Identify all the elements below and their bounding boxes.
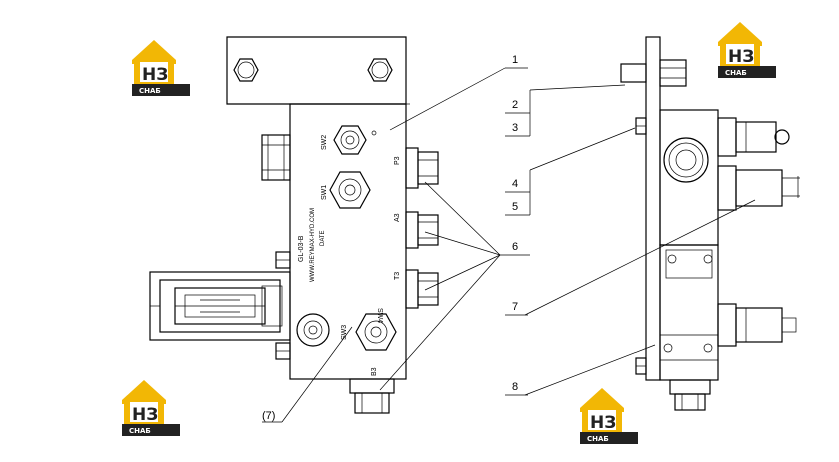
callout-1: 1 bbox=[512, 54, 518, 66]
callout-5: 5 bbox=[512, 201, 518, 213]
solenoid-middle bbox=[717, 165, 800, 211]
logo-top-right: НЗ СНАБ bbox=[718, 22, 776, 78]
logo-name-text: СНАБ bbox=[139, 87, 161, 95]
label-sw3: SW3 bbox=[341, 325, 348, 340]
side-plate bbox=[645, 36, 661, 381]
body-text-date: DATE bbox=[320, 230, 326, 246]
logo-mark-text: НЗ bbox=[132, 405, 158, 425]
bracket-bolt-left bbox=[233, 58, 259, 82]
cartridge-sw2 bbox=[333, 125, 377, 155]
cartridge-sw3 bbox=[296, 313, 330, 347]
logo-name-text: СНАБ bbox=[587, 435, 609, 443]
left-plug bbox=[261, 134, 291, 181]
logo-mark-text: НЗ bbox=[142, 65, 168, 85]
body-text-website: WWW.REYMAX-HYD.COM bbox=[310, 208, 316, 282]
cartridge-sw4 bbox=[355, 313, 397, 351]
callout-6: 6 bbox=[512, 241, 518, 253]
callouts: 1 2 3 4 5 6 7 8 bbox=[379, 54, 756, 396]
label-sw1: SW1 bbox=[321, 185, 328, 200]
callout-3: 3 bbox=[512, 122, 518, 134]
logo-bottom-left: НЗ СНАБ bbox=[122, 380, 180, 436]
solenoid-coil bbox=[149, 271, 291, 341]
callout-4: 4 bbox=[512, 178, 518, 190]
front-view: SW2 SW1 SW3 SW4 P3 A3 T3 B3 GL-03-B WWW.… bbox=[149, 36, 439, 423]
logo-bottom-right: НЗ СНАБ bbox=[580, 388, 638, 444]
logo-mark-text: НЗ bbox=[590, 413, 616, 433]
logo-top-left: НЗ СНАБ bbox=[132, 40, 190, 96]
label-sw2: SW2 bbox=[321, 135, 328, 150]
side-body-upper bbox=[659, 109, 719, 246]
solenoid-upper bbox=[717, 117, 790, 157]
solenoid-lower bbox=[717, 303, 797, 347]
cartridge-sw1 bbox=[329, 171, 371, 209]
side-bottom-fitting bbox=[669, 379, 711, 411]
fitting-p3 bbox=[405, 147, 439, 189]
fitting-b3 bbox=[349, 378, 395, 414]
logo-name-text: СНАБ bbox=[725, 69, 747, 77]
logo-mark-text: НЗ bbox=[728, 47, 754, 67]
side-view bbox=[620, 36, 800, 411]
label-sw4: SW4 bbox=[376, 308, 383, 323]
fitting-t3 bbox=[405, 269, 439, 309]
callout-7-front: (7) bbox=[262, 410, 275, 422]
label-a3: A3 bbox=[394, 213, 401, 222]
logo-name-text: СНАБ bbox=[129, 427, 151, 435]
fitting-a3 bbox=[405, 211, 439, 249]
callout-2: 2 bbox=[512, 99, 518, 111]
body-text-model: GL-03-B bbox=[298, 235, 305, 262]
label-t3: T3 bbox=[394, 272, 401, 280]
callout-7: 7 bbox=[512, 301, 518, 313]
callout-8: 8 bbox=[512, 381, 518, 393]
side-bolt bbox=[620, 59, 687, 87]
label-b3: B3 bbox=[371, 367, 378, 376]
label-p3: P3 bbox=[394, 156, 401, 165]
valve-body bbox=[289, 103, 407, 380]
bracket-bolt-right bbox=[367, 58, 393, 82]
